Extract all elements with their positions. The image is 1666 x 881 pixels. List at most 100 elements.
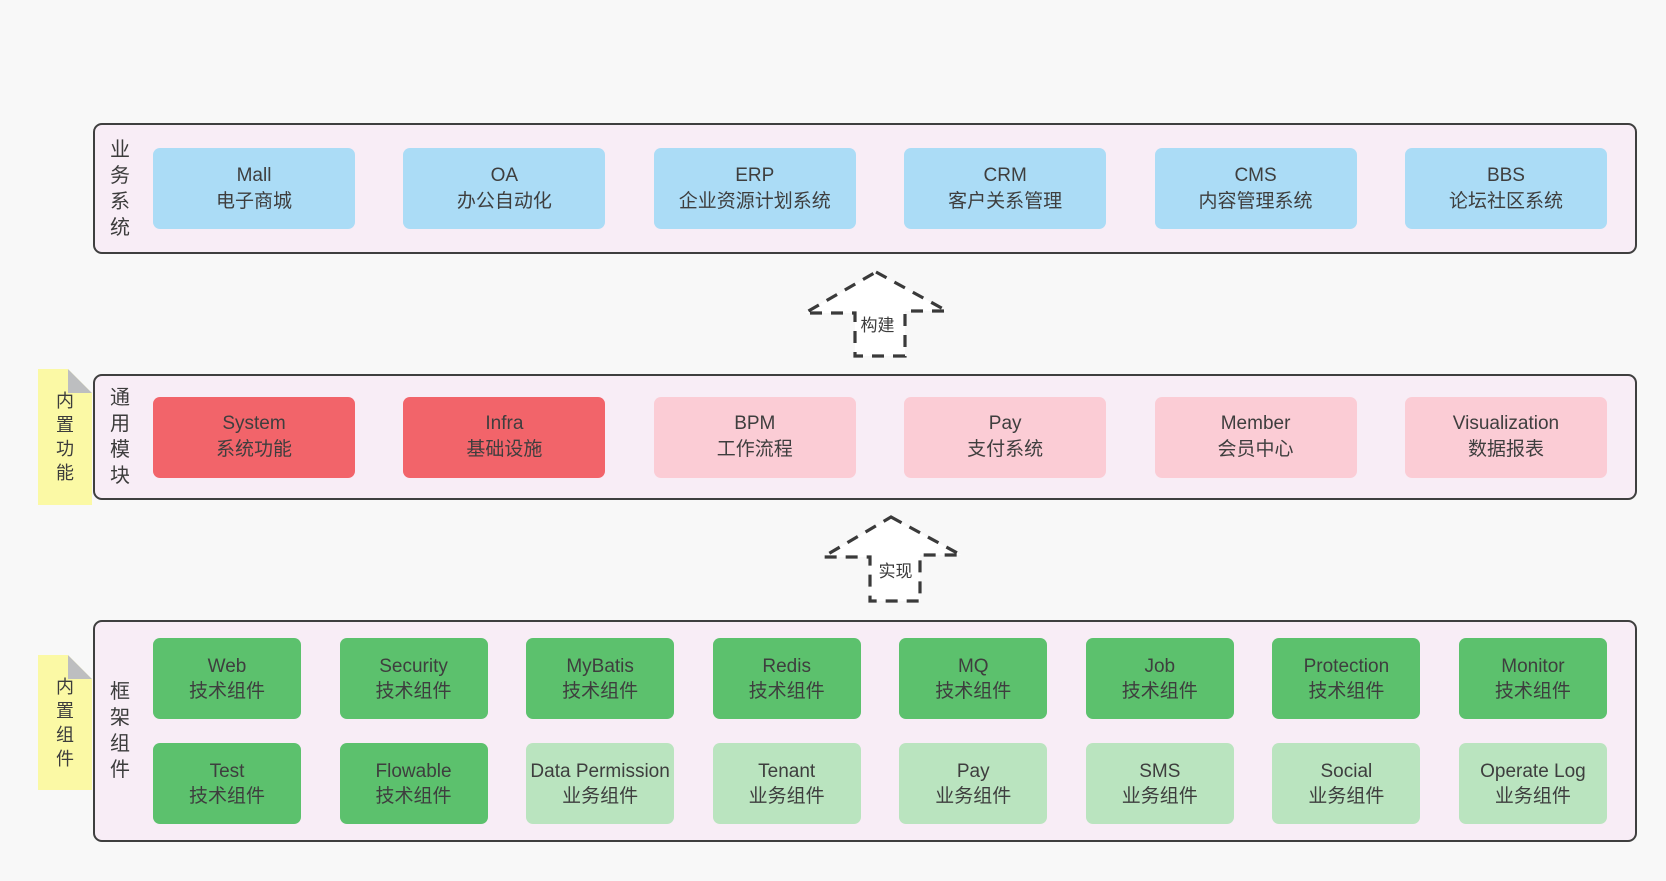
box-subtitle: 技术组件 <box>1308 680 1385 702</box>
box-monitor: Monitor 技术组件 <box>1458 638 1607 719</box>
box-title: Web <box>207 655 247 677</box>
band-common-modules-boxes: System 系统功能 Infra 基础设施 BPM 工作流程 Pay 支付系统… <box>153 376 1607 498</box>
implement-arrow-label: 实现 <box>878 562 913 581</box>
box-subtitle: 支付系统 <box>967 439 1044 460</box>
box-title: Social <box>1320 760 1373 782</box>
box-title: MyBatis <box>566 655 634 677</box>
box-bpm: BPM 工作流程 <box>653 396 856 478</box>
box-sms: SMS 业务组件 <box>1085 743 1234 824</box>
box-subtitle: 数据报表 <box>1467 439 1544 460</box>
box-title: Data Permission <box>530 760 670 782</box>
box-redis: Redis 技术组件 <box>712 638 861 719</box>
box-security: Security 技术组件 <box>339 638 488 719</box>
box-subtitle: 技术组件 <box>1494 680 1571 702</box>
framework-row-1: Web 技术组件 Security 技术组件 MyBatis 技术组件 Redi… <box>153 638 1607 719</box>
band-label-common-modules: 通用模块 <box>110 387 130 487</box>
box-test: Test 技术组件 <box>153 743 301 824</box>
box-title: Pay <box>988 413 1022 434</box>
box-title: Operate Log <box>1480 760 1586 782</box>
band-business-systems-boxes: Mall 电子商城 OA 办公自动化 ERP 企业资源计划系统 CRM 客户关系… <box>153 125 1607 252</box>
box-mybatis: MyBatis 技术组件 <box>526 638 675 719</box>
box-cms: CMS 内容管理系统 <box>1154 148 1357 229</box>
box-subtitle: 业务组件 <box>1494 785 1571 807</box>
box-pay-component: Pay 业务组件 <box>899 743 1048 824</box>
build-arrow-label: 构建 <box>860 316 895 335</box>
box-title: SMS <box>1139 760 1181 782</box>
build-up-arrow-icon <box>799 270 948 358</box>
box-subtitle: 技术组件 <box>375 785 452 807</box>
box-crm: CRM 客户关系管理 <box>904 148 1107 229</box>
framework-row-2: Test 技术组件 Flowable 技术组件 Data Permission … <box>153 743 1607 824</box>
box-bbs: BBS 论坛社区系统 <box>1404 148 1607 229</box>
box-protection: Protection 技术组件 <box>1272 638 1421 719</box>
band-business-systems: 业务系统 Mall 电子商城 OA 办公自动化 ERP 企业资源计划系统 CRM… <box>93 123 1637 254</box>
sticky-note-label: 内置组件 <box>56 676 74 769</box>
box-flowable: Flowable 技术组件 <box>339 743 488 824</box>
box-data-permission: Data Permission 业务组件 <box>526 743 675 824</box>
box-title: Member <box>1220 413 1291 434</box>
sticky-note-builtin-features: 内置功能 <box>38 369 92 505</box>
box-operate-log: Operate Log 业务组件 <box>1458 743 1607 824</box>
box-title: System <box>222 413 286 434</box>
box-member: Member 会员中心 <box>1154 396 1357 478</box>
box-subtitle: 办公自动化 <box>456 190 552 212</box>
box-subtitle: 企业资源计划系统 <box>678 190 831 212</box>
box-title: CMS <box>1234 164 1277 186</box>
box-infra: Infra 基础设施 <box>403 396 606 478</box>
box-subtitle: 内容管理系统 <box>1198 190 1313 212</box>
box-subtitle: 业务组件 <box>1308 785 1385 807</box>
band-framework-components: 框架组件 Web 技术组件 Security 技术组件 MyBatis 技术组件… <box>93 620 1637 842</box>
box-title: Test <box>209 760 245 782</box>
box-title: Infra <box>485 413 524 434</box>
box-subtitle: 业务组件 <box>1121 785 1198 807</box>
box-title: Pay <box>956 760 990 782</box>
box-subtitle: 业务组件 <box>562 785 639 807</box>
box-subtitle: 客户关系管理 <box>948 190 1063 212</box>
box-job: Job 技术组件 <box>1085 638 1234 719</box>
band-label-business-systems: 业务系统 <box>110 138 130 239</box>
box-title: ERP <box>735 164 775 186</box>
box-subtitle: 论坛社区系统 <box>1448 190 1563 212</box>
box-title: Protection <box>1303 655 1390 677</box>
box-title: BPM <box>734 413 776 434</box>
box-mall: Mall 电子商城 <box>153 148 355 229</box>
box-title: Tenant <box>758 760 816 782</box>
box-subtitle: 电子商城 <box>215 190 292 212</box>
box-title: Mall <box>236 164 272 186</box>
box-subtitle: 工作流程 <box>716 439 793 460</box>
box-tenant: Tenant 业务组件 <box>712 743 861 824</box>
box-subtitle: 基础设施 <box>466 439 543 460</box>
band-framework-components-rows: Web 技术组件 Security 技术组件 MyBatis 技术组件 Redi… <box>153 638 1607 824</box>
box-visualization: Visualization 数据报表 <box>1404 396 1607 478</box>
box-subtitle: 技术组件 <box>935 680 1012 702</box>
box-mq: MQ 技术组件 <box>899 638 1048 719</box>
sticky-note-label: 内置功能 <box>56 391 74 483</box>
band-common-modules: 通用模块 System 系统功能 Infra 基础设施 BPM 工作流程 Pay… <box>93 374 1637 500</box>
folded-corner-icon <box>68 655 92 679</box>
box-pay-system: Pay 支付系统 <box>904 396 1107 478</box>
box-title: CRM <box>983 164 1027 186</box>
box-web: Web 技术组件 <box>153 638 301 719</box>
box-subtitle: 技术组件 <box>188 680 265 702</box>
band-label-framework-components: 框架组件 <box>110 681 130 781</box>
box-subtitle: 会员中心 <box>1217 439 1294 460</box>
box-subtitle: 业务组件 <box>935 785 1012 807</box>
box-subtitle: 业务组件 <box>748 785 825 807</box>
folded-corner-icon <box>68 369 92 393</box>
box-title: Monitor <box>1501 655 1565 677</box>
box-title: Visualization <box>1452 413 1560 434</box>
box-title: BBS <box>1486 164 1525 186</box>
box-title: OA <box>490 164 519 186</box>
box-subtitle: 技术组件 <box>1121 680 1198 702</box>
box-title: Security <box>379 655 448 677</box>
box-title: Redis <box>762 655 811 677</box>
box-oa: OA 办公自动化 <box>403 148 606 229</box>
implement-up-arrow-icon <box>817 515 962 603</box>
box-title: Job <box>1144 655 1176 677</box>
box-title: Flowable <box>375 760 452 782</box>
box-title: MQ <box>957 655 989 677</box>
box-subtitle: 技术组件 <box>375 680 452 702</box>
box-subtitle: 系统功能 <box>215 439 292 460</box>
box-social: Social 业务组件 <box>1272 743 1421 824</box>
